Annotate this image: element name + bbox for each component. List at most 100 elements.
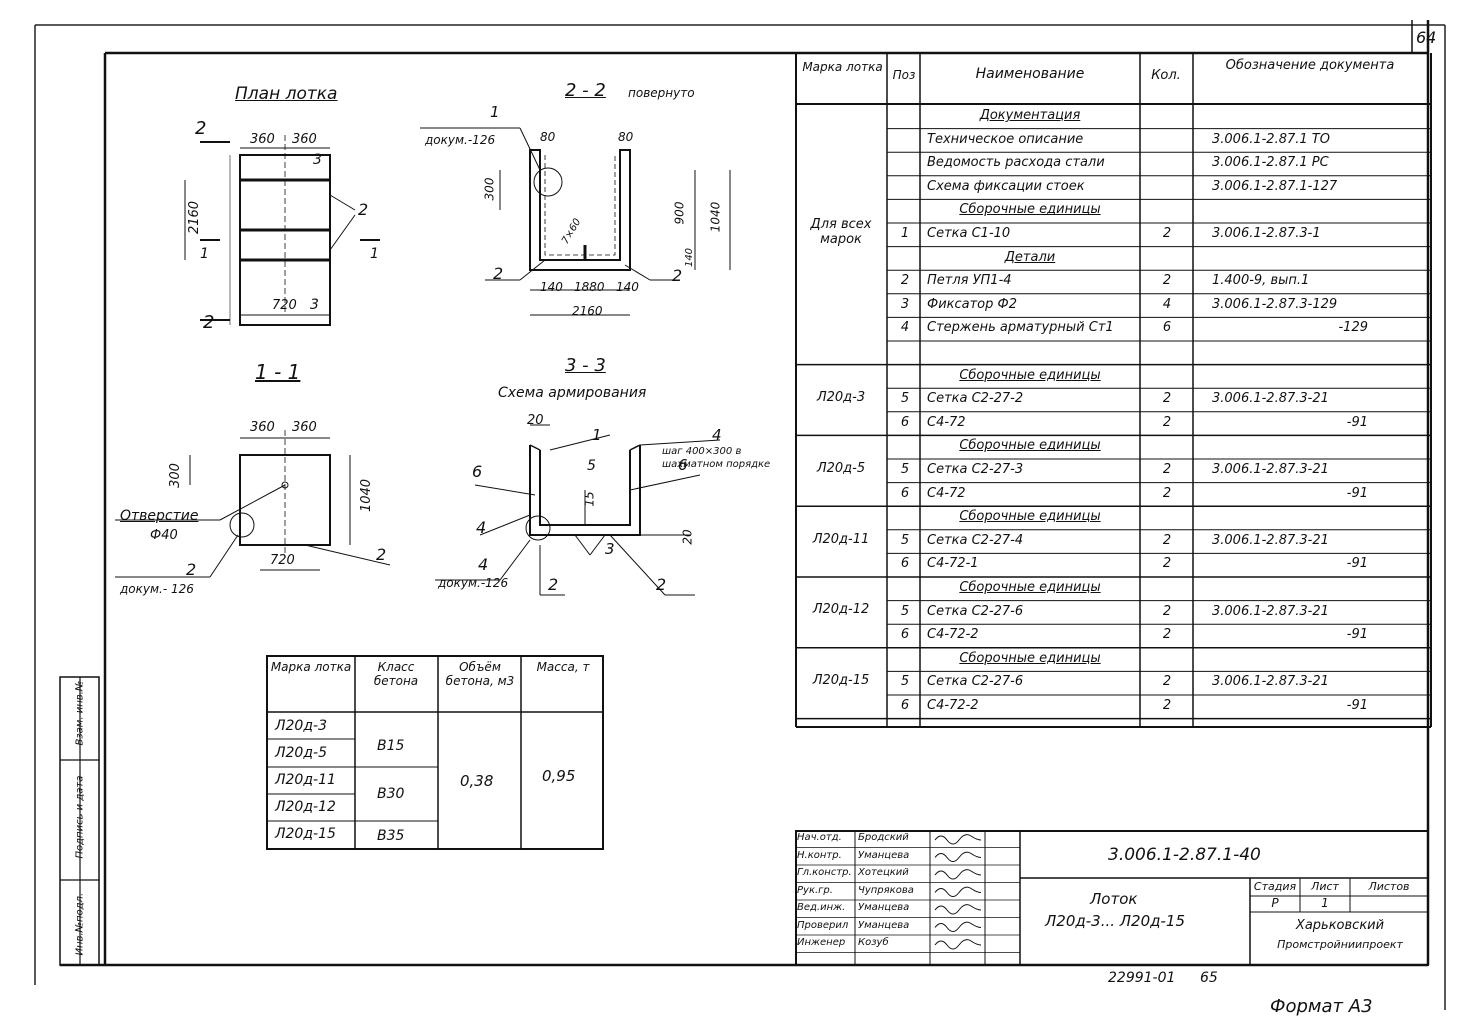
- stamp-role: Проверил: [797, 919, 849, 931]
- concrete-mark-1: Л20д-3: [275, 718, 327, 734]
- stamp-org-1: Харьковский: [1295, 918, 1385, 933]
- stamp-grid: [795, 830, 1429, 966]
- plan-dim-720: 720: [272, 298, 297, 313]
- concrete-volume: 0,38: [460, 772, 494, 790]
- sec22-callout-doc: докум.-126: [425, 133, 496, 147]
- sec11-label-2-right: 2: [376, 545, 387, 564]
- sec22-dim-900: 900: [672, 201, 687, 225]
- concrete-mark-3: Л20д-11: [275, 772, 336, 788]
- concrete-header-class: Класс бетона: [373, 660, 419, 688]
- concrete-header-mark: Марка лотка: [270, 660, 352, 674]
- spec-row-doc: 3.006.1-2.87.1 ТО: [1212, 131, 1330, 147]
- spec-row-qty: 2: [1162, 485, 1172, 501]
- spec-group-mark: Л20д-12: [812, 602, 870, 618]
- stamp-role: Рук.гр.: [797, 884, 833, 896]
- sec33-label-4-top: 4: [712, 426, 722, 444]
- stamp-name: Бродский: [858, 832, 909, 843]
- stamp-role: Гл.констр.: [797, 867, 852, 878]
- sec22-dim-140-right: 140: [616, 280, 639, 294]
- spec-row-pos: 5: [900, 462, 910, 477]
- spec-row-name: Сетка С2-27-2: [927, 391, 1024, 407]
- spec-header-doc: Обозначение документа: [1225, 58, 1395, 73]
- spec-table-grid: [795, 53, 1432, 728]
- stamp-org-2: Промстройниипроект: [1277, 938, 1403, 951]
- footer-page: 65: [1200, 970, 1218, 986]
- stamp-role: Вед.инж.: [797, 902, 846, 913]
- sec33-subtitle: Схема армирования: [498, 385, 647, 401]
- sec33-dim-20-side: 20: [680, 529, 695, 545]
- plan-drawing: [184, 135, 380, 326]
- spec-row-doc: -91: [1346, 414, 1368, 430]
- spec-row-pos: 6: [900, 556, 910, 572]
- sec33-label-6-left: 6: [472, 462, 483, 481]
- spec-row-name: Сетка С2-27-4: [927, 532, 1024, 548]
- spec-row-name: Петля УП1-4: [927, 273, 1012, 289]
- concrete-mass: 0,95: [542, 767, 576, 785]
- sec33-step-note: шаг 400×300 в шахматном порядке: [662, 446, 771, 470]
- spec-row-pos: 6: [900, 485, 910, 501]
- sec22-dim-1040: 1040: [708, 201, 723, 233]
- stamp-sheet-header: Лист: [1311, 880, 1339, 893]
- sec11-hole-dia: Ф40: [150, 528, 178, 543]
- spec-row-qty: 2: [1162, 603, 1172, 619]
- sec33-label-4-mid: 4: [476, 518, 487, 537]
- concrete-header-mass: Масса, т: [536, 660, 590, 674]
- signature: [934, 904, 982, 915]
- sec11-label-2-left: 2: [186, 560, 197, 579]
- stamp-stage: Р: [1271, 896, 1279, 910]
- sec33-drawing: [435, 424, 721, 596]
- spec-row-qty: 2: [1162, 226, 1172, 241]
- spec-row-name: Сборочные единицы: [959, 438, 1101, 454]
- plan-cut-3-top: 3: [313, 152, 322, 168]
- sec22-subtitle: повернуто: [628, 86, 695, 100]
- spec-row-name: Схема фиксации стоек: [927, 178, 1085, 194]
- spec-row-doc: 3.006.1-2.87.3-21: [1212, 391, 1329, 407]
- sec11-hole-label: Отверстие: [120, 508, 199, 524]
- plan-label-2: 2: [358, 200, 369, 219]
- spec-row-name: Сетка С1-10: [927, 226, 1011, 241]
- spec-row-name: Сборочные единицы: [959, 367, 1101, 383]
- spec-row-qty: 2: [1162, 414, 1172, 430]
- sec33-label-2-left: 2: [548, 575, 559, 594]
- spec-row-name: Сетка С2-27-6: [927, 603, 1024, 619]
- spec-row-qty: 2: [1162, 532, 1172, 548]
- signature: [934, 921, 982, 932]
- spec-row-name: С4-72: [927, 414, 966, 430]
- spec-row-name: Фиксатор Ф2: [927, 296, 1017, 312]
- sec22-dim-80-right: 80: [618, 130, 634, 144]
- sec33-dim-20: 20: [527, 413, 544, 428]
- sec22-callout-1: 1: [490, 103, 500, 121]
- spec-row-name: Сборочные единицы: [959, 580, 1101, 595]
- side-label-sign: Подпись и дата: [74, 775, 86, 859]
- side-label-inv: Инв.№подл.: [74, 892, 86, 956]
- spec-row-doc: 1.400-9, вып.1: [1212, 273, 1310, 289]
- spec-row-name: Сборочные единицы: [959, 650, 1101, 666]
- stamp-name: Хотецкий: [858, 867, 909, 878]
- spec-row-name: Документация: [979, 108, 1081, 123]
- spec-row-pos: 5: [900, 391, 910, 407]
- spec-row-pos: 5: [900, 603, 910, 619]
- spec-row-doc: 3.006.1-2.87.1-127: [1212, 178, 1338, 194]
- sec22-dim-300: 300: [482, 177, 497, 201]
- sec33-doc: докум.-126: [438, 576, 509, 590]
- sec11-dim-720: 720: [270, 553, 295, 568]
- plan-cut-2-top: 2: [195, 118, 207, 139]
- stamp-role: Н.контр.: [797, 849, 842, 861]
- spec-header-qty: Кол.: [1151, 68, 1181, 83]
- sec22-dim-1880: 1880: [574, 280, 605, 294]
- spec-row-doc: 3.006.1-2.87.3-21: [1212, 532, 1329, 548]
- sheet-number: 64: [1416, 28, 1437, 47]
- spec-row-qty: 2: [1162, 273, 1172, 289]
- sec22-dim-80-left: 80: [540, 130, 556, 144]
- spec-row-name: Сборочные единицы: [959, 509, 1101, 525]
- sec11-doc: докум.- 126: [120, 582, 194, 596]
- signature: [934, 939, 982, 950]
- spec-row-name: С4-72-2: [927, 698, 979, 713]
- spec-row-doc: 3.006.1-2.87.3-21: [1212, 462, 1329, 477]
- spec-row-pos: 1: [900, 226, 910, 241]
- spec-group-mark: Л20д-15: [812, 673, 870, 689]
- sec33-label-3: 3: [605, 540, 615, 558]
- spec-row-name: С4-72: [927, 485, 966, 501]
- stamp-name: Уманцева: [858, 919, 910, 931]
